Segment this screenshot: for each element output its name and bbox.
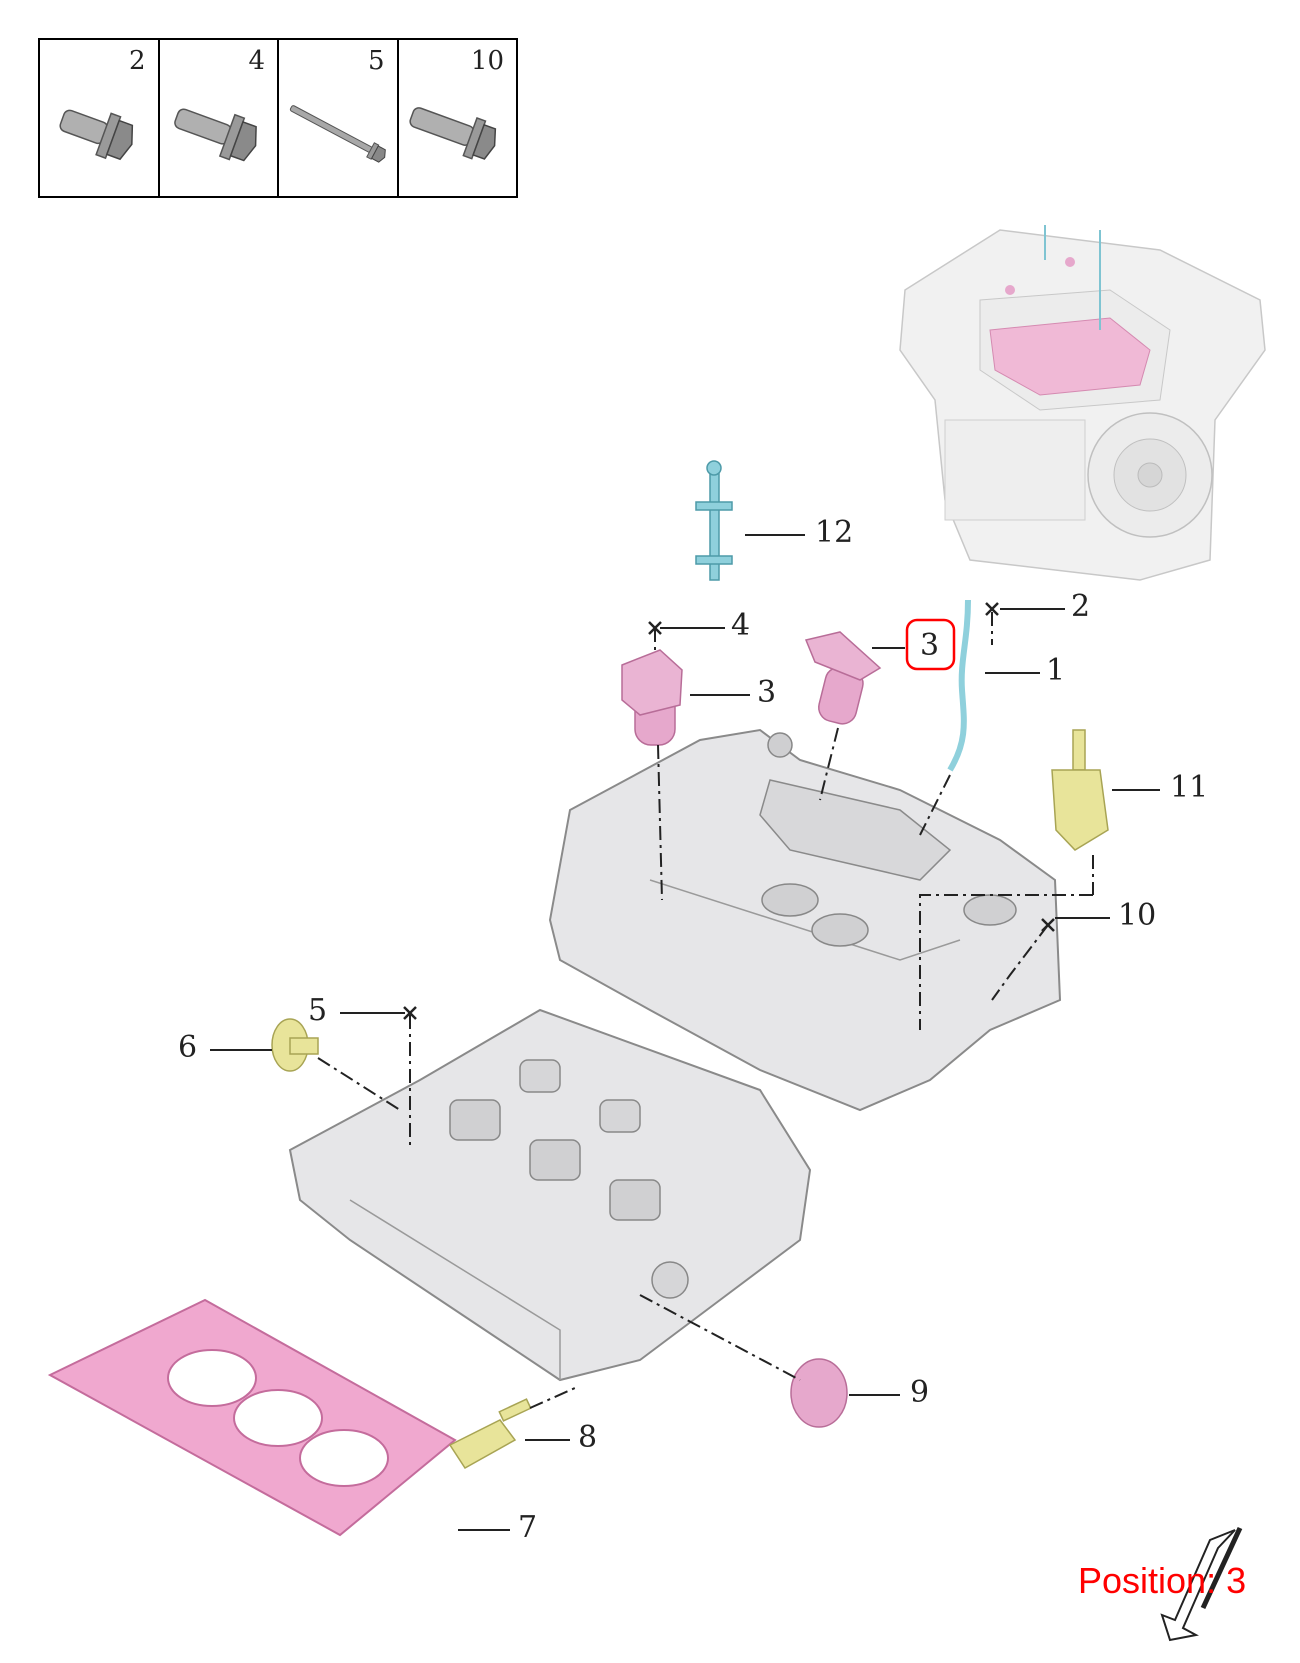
vent-hose (947, 599, 971, 772)
long-bolt-icon (289, 105, 386, 163)
legend-number: 2 (128, 46, 146, 76)
cylinder-head-cover (548, 728, 1062, 1112)
legend-cell-5: 5 (279, 40, 399, 196)
callout-8: 8 (578, 1420, 598, 1455)
plug-part-6 (271, 1018, 319, 1072)
temperature-sensor (448, 1398, 532, 1469)
highlight-box (905, 618, 956, 671)
fastener-legend: 2 4 5 10 (38, 38, 518, 198)
callout-3-left: 3 (757, 675, 777, 710)
cylinder-head-gasket (47, 1298, 457, 1537)
direction-arrow-icon (1160, 1526, 1243, 1642)
callout-3-highlighted: 3 (920, 628, 940, 663)
stud-part-12 (695, 460, 733, 581)
bolt-position-marks (403, 602, 1055, 1020)
legend-cell-4: 4 (160, 40, 279, 196)
camshaft-sensor-left (621, 649, 683, 746)
callout-12: 12 (815, 515, 854, 550)
callout-1: 1 (1046, 653, 1066, 688)
leader-lines (210, 534, 1160, 1531)
cylinder-head (288, 1008, 812, 1382)
callout-7: 7 (518, 1510, 538, 1545)
callout-4: 4 (731, 608, 751, 643)
flange-bolt-icon (408, 107, 496, 160)
position-label: Position: 3 (1078, 1560, 1247, 1601)
legend-number: 5 (367, 46, 385, 76)
callout-9: 9 (910, 1375, 930, 1410)
oil-pressure-sensor (1051, 729, 1109, 851)
flange-bolt-icon (59, 109, 134, 161)
assembly-lines (317, 612, 1094, 1409)
legend-cell-2: 2 (40, 40, 160, 196)
flange-bolt-icon (173, 108, 257, 162)
callout-11: 11 (1170, 770, 1209, 805)
callout-5: 5 (308, 993, 328, 1028)
legend-number: 10 (470, 46, 504, 76)
legend-cell-10: 10 (399, 40, 517, 196)
legend-number: 4 (248, 46, 265, 76)
engine-overview (899, 225, 1266, 581)
callout-10: 10 (1118, 898, 1157, 933)
callout-2: 2 (1071, 589, 1091, 624)
sealing-cap-part-9 (790, 1358, 848, 1428)
camshaft-sensor-right (804, 631, 882, 725)
callout-6: 6 (178, 1030, 198, 1065)
